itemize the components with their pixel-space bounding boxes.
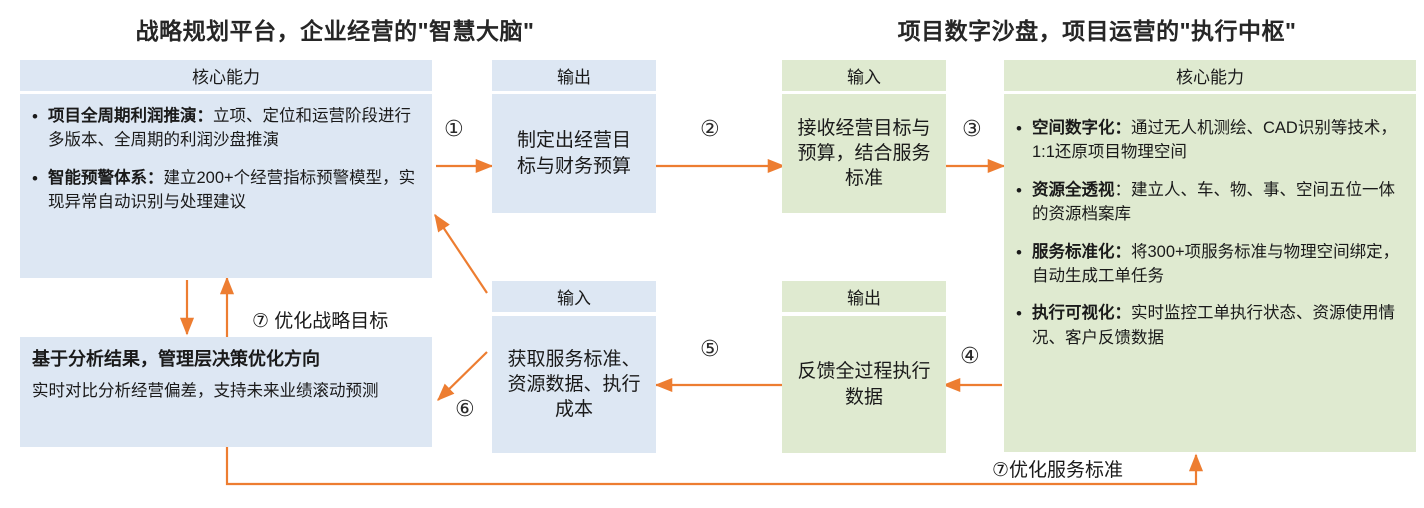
bullet-title: 项目全周期利润推演： bbox=[48, 107, 213, 125]
right-input-box: 接收经营目标与预算，结合服务标准 bbox=[782, 94, 946, 213]
right-panel-title: 项目数字沙盘，项目运营的"执行中枢" bbox=[897, 18, 1297, 44]
bullet-dot-icon: • bbox=[1016, 242, 1022, 262]
left-core-header: 核心能力 bbox=[20, 60, 432, 91]
bullet-text: 将300+项服务标准与物理空间绑定，自动生成工单任务 bbox=[1032, 242, 1400, 286]
decision-box: 基于分析结果，管理层决策优化方向 实时对比分析经营偏差，支持未来业绩滚动预测 bbox=[20, 337, 432, 447]
list-item: • 资源全透视：建立人、车、物、事、空间五位一体的资源档案库 bbox=[1016, 178, 1402, 227]
bullet-dot-icon: • bbox=[1016, 180, 1022, 200]
flow-label-4: ④ bbox=[960, 343, 980, 368]
bullet-title: 智能预警体系： bbox=[48, 168, 164, 187]
bullet-text: 通过无人机测绘、CAD识别等技术，1:1还原项目物理空间 bbox=[1032, 119, 1397, 162]
left-output-box: 制定出经营目标与财务预算 bbox=[492, 94, 656, 213]
arrow-6 bbox=[437, 351, 488, 401]
right-core-header: 核心能力 bbox=[1004, 60, 1416, 91]
left-input-header: 输入 bbox=[492, 281, 656, 312]
list-item: • 空间数字化：通过无人机测绘、CAD识别等技术，1:1还原项目物理空间 bbox=[1016, 116, 1402, 165]
bullet-dot-icon: • bbox=[32, 168, 38, 188]
flow-label-7-bottom: ⑦优化服务标准 bbox=[992, 460, 1124, 481]
bullet-text: 实时监控工单执行状态、资源使用情况、客户反馈数据 bbox=[1032, 304, 1395, 347]
right-input-header: 输入 bbox=[782, 60, 946, 91]
decision-box-text: 实时对比分析经营偏差，支持未来业绩滚动预测 bbox=[32, 382, 379, 400]
left-output-header: 输出 bbox=[492, 60, 656, 91]
arrow-7-left bbox=[434, 213, 488, 294]
flow-label-5: ⑤ bbox=[700, 336, 720, 361]
flow-label-2: ② bbox=[700, 116, 720, 141]
bullet-dot-icon: • bbox=[32, 107, 38, 126]
bullet-dot-icon: • bbox=[1016, 119, 1022, 138]
bullet-title: 资源全透视 bbox=[1032, 180, 1115, 199]
list-item: • 智能预警体系：建立200+个经营指标预警模型，实现异常自动识别与处理建议 bbox=[32, 166, 418, 215]
bullet-text: 立项、定位和运营阶段进行多版本、全周期的利润沙盘推演 bbox=[48, 107, 411, 150]
flow-label-7-left: ⑦ 优化战略目标 bbox=[252, 311, 389, 332]
bullet-title: 服务标准化： bbox=[1032, 242, 1131, 261]
decision-box-title: 基于分析结果，管理层决策优化方向 bbox=[32, 349, 320, 369]
left-input-box: 获取服务标准、资源数据、执行成本 bbox=[492, 316, 656, 453]
flow-label-6: ⑥ bbox=[455, 396, 475, 421]
bullet-text: 建立200+个经营指标预警模型，实现异常自动识别与处理建议 bbox=[48, 168, 416, 212]
bullet-title: 空间数字化： bbox=[1032, 119, 1131, 137]
right-output-header: 输出 bbox=[782, 281, 946, 312]
list-item: • 项目全周期利润推演：立项、定位和运营阶段进行多版本、全周期的利润沙盘推演 bbox=[32, 104, 418, 153]
right-output-box: 反馈全过程执行数据 bbox=[782, 316, 946, 453]
left-panel-title: 战略规划平台，企业经营的"智慧大脑" bbox=[135, 18, 535, 44]
left-core-capabilities-box: • 项目全周期利润推演：立项、定位和运营阶段进行多版本、全周期的利润沙盘推演 •… bbox=[20, 94, 432, 278]
list-item: • 服务标准化：将300+项服务标准与物理空间绑定，自动生成工单任务 bbox=[1016, 240, 1402, 289]
right-core-capabilities-box: • 空间数字化：通过无人机测绘、CAD识别等技术，1:1还原项目物理空间 • 资… bbox=[1004, 94, 1416, 452]
flow-label-1: ① bbox=[444, 116, 464, 141]
bullet-title: 执行可视化： bbox=[1032, 304, 1131, 323]
bullet-text: ：建立人、车、物、事、空间五位一体的资源档案库 bbox=[1032, 180, 1395, 224]
flow-label-3: ③ bbox=[962, 116, 982, 141]
bullet-dot-icon: • bbox=[1016, 304, 1022, 324]
list-item: • 执行可视化：实时监控工单执行状态、资源使用情况、客户反馈数据 bbox=[1016, 301, 1402, 350]
